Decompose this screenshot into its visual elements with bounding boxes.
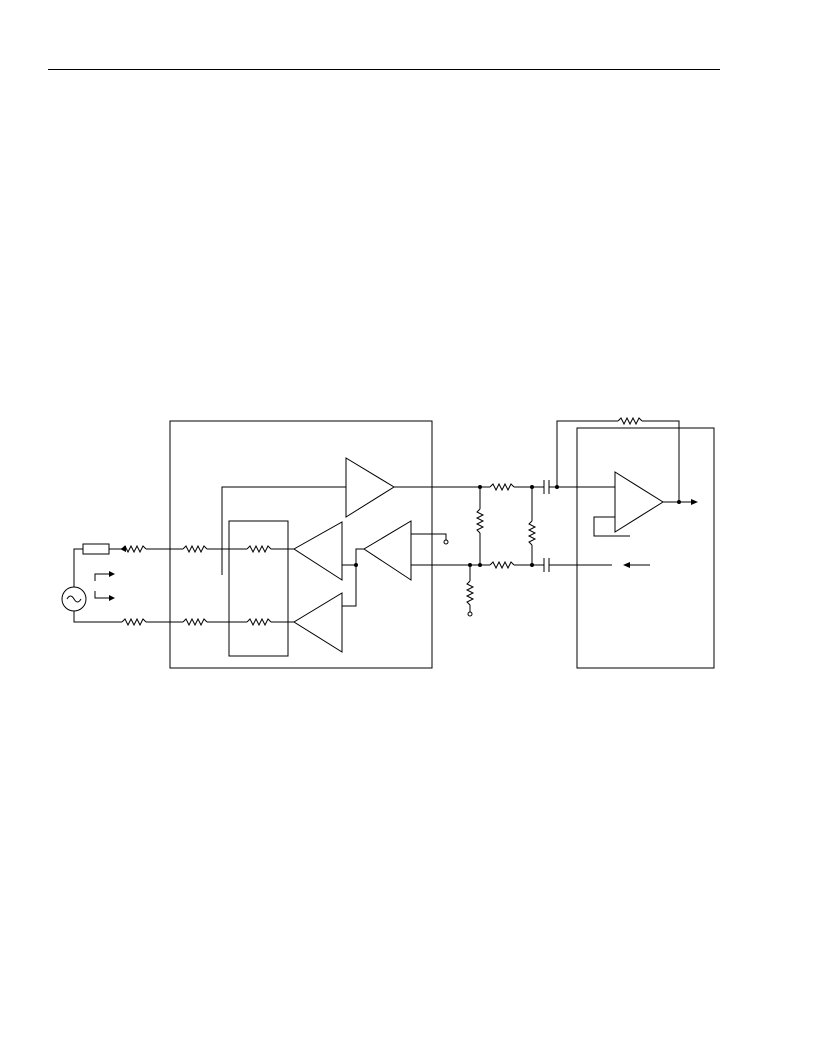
current-arrow-upper [94, 573, 110, 581]
resistor-tip-2 [182, 544, 208, 554]
source-top-wire [73, 548, 83, 587]
resistor-ladder-1 [475, 508, 485, 534]
opamp-feedback-wire-left [556, 420, 618, 487]
resistor-ring-1 [121, 617, 147, 627]
tip-arrow-left [120, 546, 126, 552]
resistor-ring-3 [246, 617, 272, 627]
capacitor-rx [543, 558, 550, 572]
source-bottom-wire [73, 611, 122, 623]
header-rule [48, 69, 720, 70]
rx-amp-ref-wire [411, 533, 447, 540]
rx-amp-ref-terminal [443, 539, 449, 545]
source-resistor-box [82, 543, 110, 555]
opamp-output-node [677, 500, 681, 504]
rx-split-wire [342, 548, 364, 607]
rx-amplifier-input [363, 520, 412, 581]
current-arrow-upper-head [109, 571, 115, 577]
resistor-ring-2 [182, 617, 208, 627]
resistor-rx-series [489, 560, 515, 570]
resistor-rx-shunt [465, 580, 475, 606]
rx-amplifier-top [293, 521, 343, 581]
opamp-bias-wire [593, 516, 630, 537]
rx-incoming-arrow [623, 562, 630, 568]
current-arrow-lower [94, 591, 110, 599]
current-arrow-lower-head [109, 595, 115, 601]
opamp-output-arrow [691, 499, 698, 505]
rx-amplifier-bottom [293, 592, 343, 653]
capacitor-tx [543, 480, 550, 494]
resistor-tx-series [489, 482, 515, 492]
resistor-ladder-2 [527, 520, 537, 546]
opamp-right [614, 471, 664, 533]
rx-split-node [354, 563, 358, 567]
ic-package-left [169, 420, 433, 669]
resistor-tip-3 [246, 544, 272, 554]
ac-source-wave-icon [66, 595, 82, 603]
opamp-feedback-wire-right [642, 420, 680, 502]
tx-amplifier [345, 457, 395, 518]
ic-package-right [576, 427, 715, 669]
hybrid-block [228, 520, 289, 657]
resistor-feedback [617, 416, 643, 426]
rx-shunt-terminal [467, 611, 473, 617]
tx-amp-input-wire [221, 486, 346, 575]
